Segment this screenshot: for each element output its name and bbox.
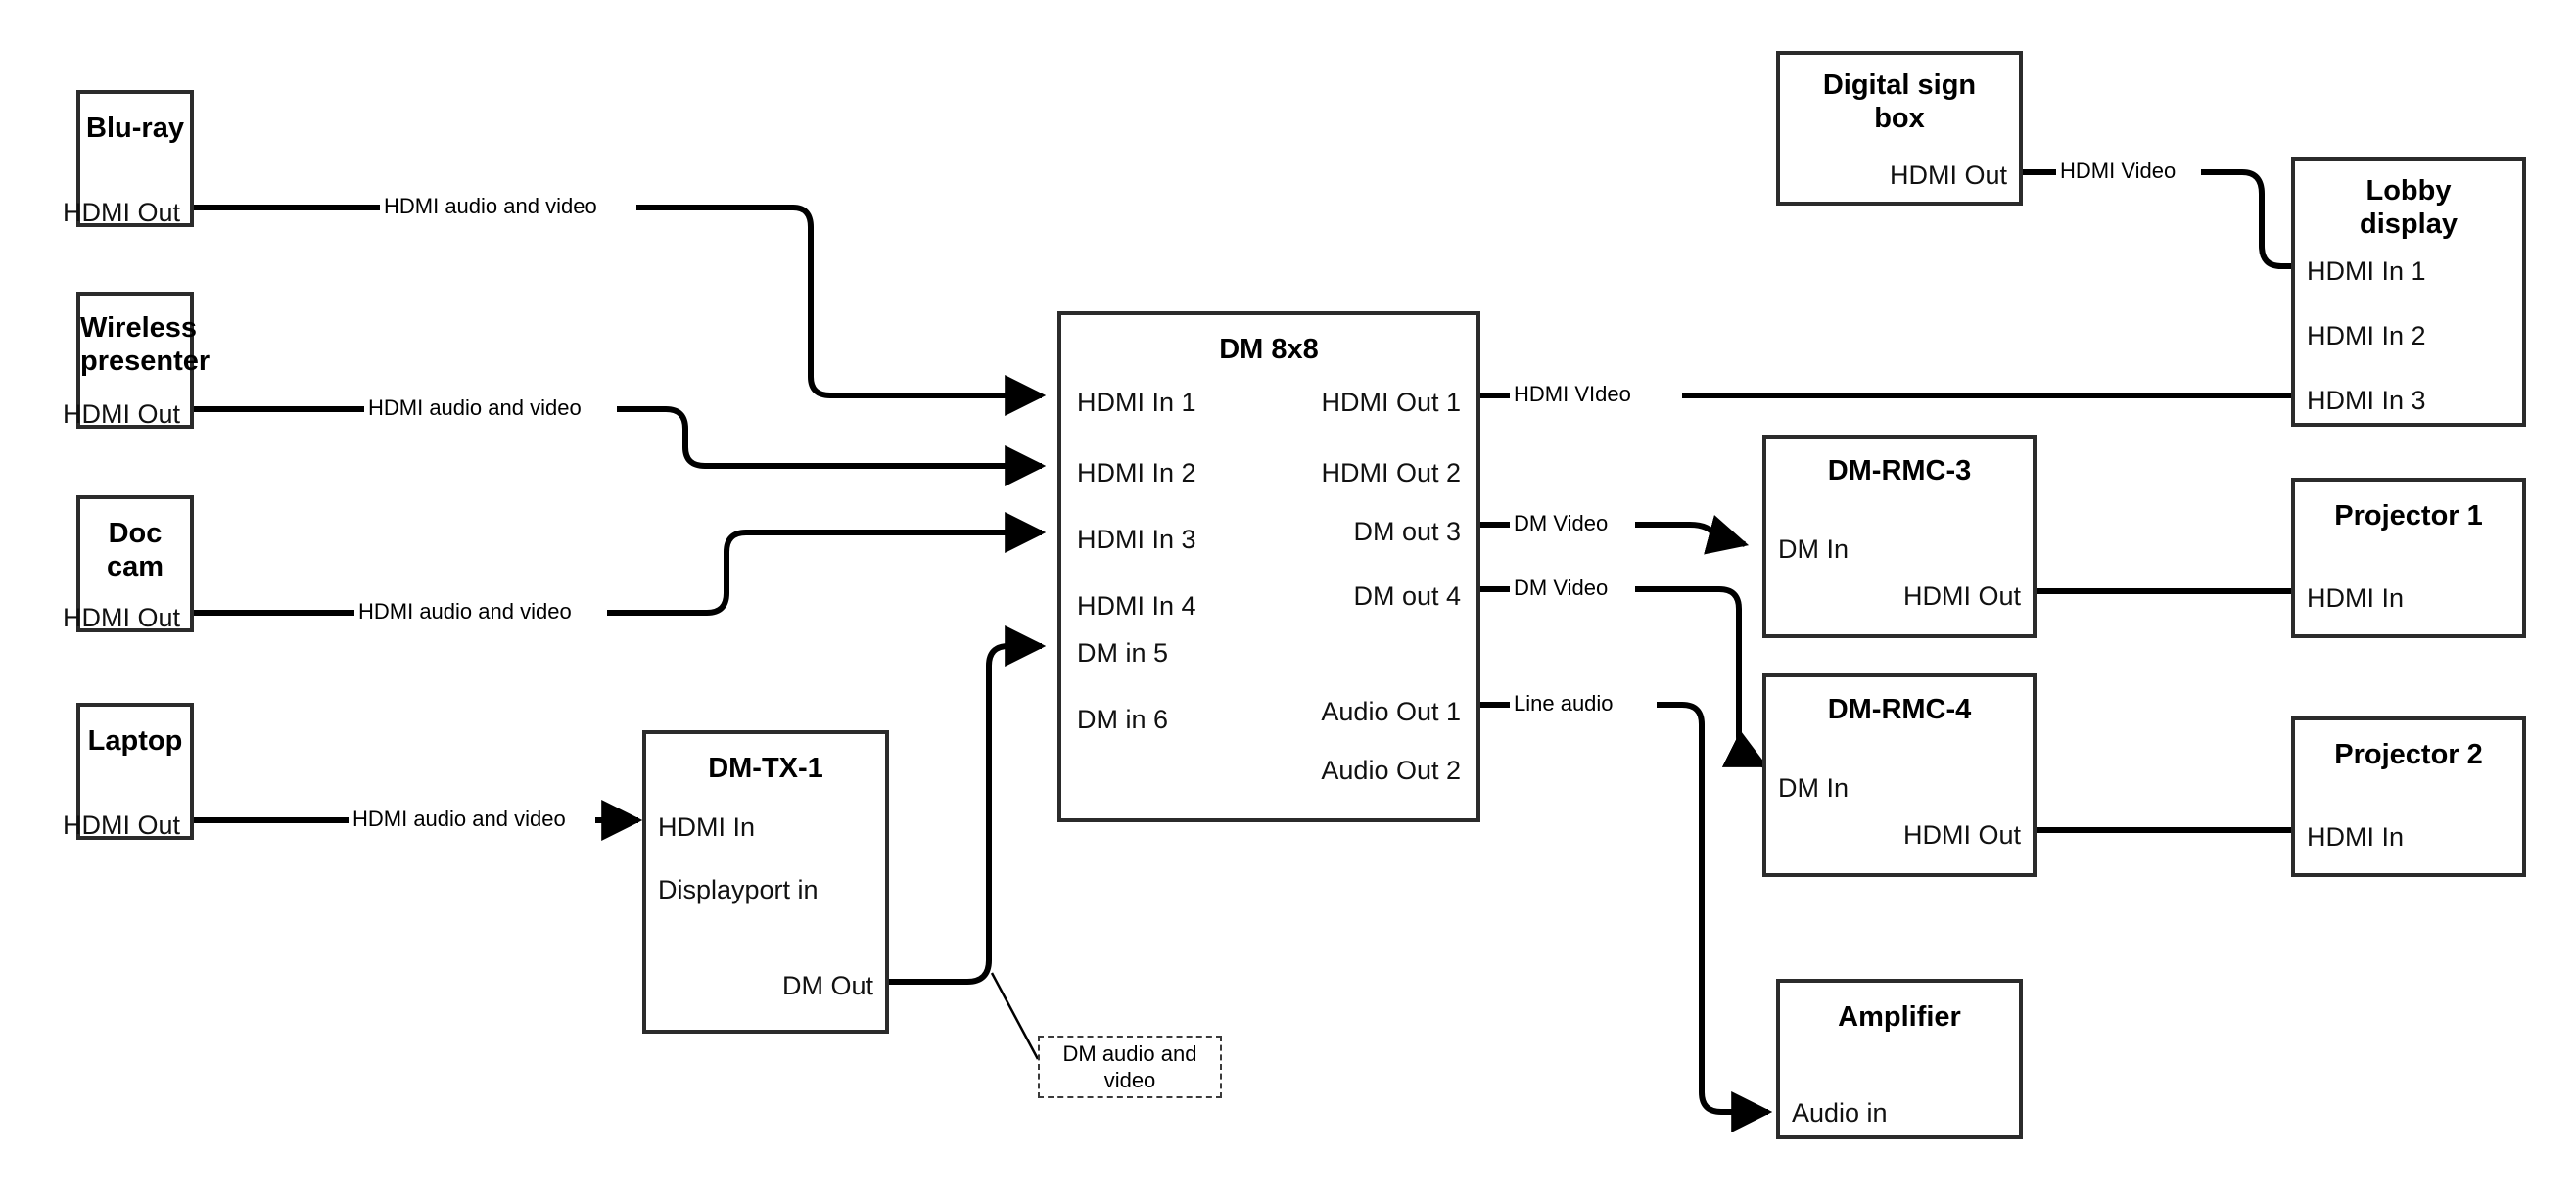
- port-hdmi-out: HDMI Out: [62, 810, 180, 840]
- wire-label-dmout4-to-rmc4: DM Video: [1510, 577, 1613, 599]
- node-doc-cam[interactable]: Doc cam HDMI Out: [63, 495, 194, 632]
- wire-label-wireless-to-dm-in2: HDMI audio and video: [364, 397, 585, 419]
- node-dm-rmc-4[interactable]: DM-RMC-4 DM In HDMI Out: [1762, 673, 2037, 877]
- node-title: Blu-ray: [86, 113, 184, 144]
- port-dm-in-5: DM in 5: [1077, 638, 1169, 668]
- node-projector-1[interactable]: Projector 1 HDMI In: [2291, 478, 2526, 638]
- port-hdmi-out-2: HDMI Out 2: [1321, 458, 1461, 487]
- node-dm-rmc-3[interactable]: DM-RMC-3 DM In HDMI Out: [1762, 435, 2037, 638]
- wire-label-doccam-to-dm-in3: HDMI audio and video: [354, 601, 576, 623]
- wire-label-dmout3-to-rmc3: DM Video: [1510, 513, 1613, 534]
- port-hdmi-in: HDMI In: [2307, 822, 2405, 852]
- node-wireless-presenter[interactable]: Wireless presenter HDMI Out: [63, 292, 211, 429]
- node-title: DM-TX-1: [708, 753, 823, 784]
- port-dm-in-6: DM in 6: [1077, 705, 1169, 734]
- port-hdmi-in-1: HDMI In 1: [1077, 388, 1196, 417]
- wire-callout-leader: [990, 972, 1040, 1060]
- port-hdmi-in-3: HDMI In 3: [1077, 525, 1196, 554]
- wire-audioout1-to-amplifier: [1480, 702, 1768, 1112]
- port-hdmi-in-3: HDMI In 3: [2307, 386, 2426, 415]
- port-dm-in: DM In: [1778, 773, 1850, 803]
- port-hdmi-out: HDMI Out: [62, 198, 180, 227]
- node-title: Laptop: [87, 725, 183, 757]
- port-dm-out-3: DM out 3: [1353, 517, 1461, 546]
- node-dm-8x8[interactable]: DM 8x8 HDMI In 1 HDMI In 2 HDMI In 3 HDM…: [1057, 311, 1480, 822]
- port-hdmi-out: HDMI Out: [1902, 581, 2021, 611]
- node-amplifier[interactable]: Amplifier Audio in: [1776, 979, 2023, 1139]
- port-dm-out: DM Out: [781, 971, 873, 1000]
- node-title: Digital sign box: [1822, 69, 1977, 135]
- wire-dmtx1-to-dm-in5: [889, 625, 1047, 985]
- wire-bluray-to-dm-in1: [192, 205, 1042, 395]
- port-audio-in: Audio in: [1792, 1098, 1888, 1128]
- wire-label-sign-to-lobby: HDMI Video: [2056, 161, 2180, 182]
- node-title: Projector 2: [2334, 739, 2483, 770]
- port-dm-in: DM In: [1778, 534, 1850, 564]
- port-hdmi-in-4: HDMI In 4: [1077, 591, 1196, 621]
- node-title: Lobby display: [2360, 175, 2458, 241]
- port-hdmi-out: HDMI Out: [62, 399, 180, 429]
- port-hdmi-in-2: HDMI In 2: [2307, 321, 2426, 350]
- wire-label-laptop-to-dmtx1: HDMI audio and video: [349, 808, 570, 830]
- port-hdmi-in: HDMI In: [2307, 583, 2405, 613]
- node-title: Projector 1: [2334, 500, 2483, 531]
- wire-label-bluray-to-dm-in1: HDMI audio and video: [380, 196, 601, 217]
- wire-sign-to-lobby-in1: [2021, 169, 2336, 266]
- port-hdmi-out: HDMI Out: [1902, 820, 2021, 850]
- node-title: Doc cam: [106, 518, 164, 583]
- port-displayport-in: Displayport in: [658, 875, 819, 904]
- port-hdmi-in-2: HDMI In 2: [1077, 458, 1196, 487]
- node-title: Wireless presenter: [80, 312, 211, 378]
- node-dm-tx-1[interactable]: DM-TX-1 HDMI In Displayport in DM Out: [642, 730, 889, 1034]
- node-title: DM-RMC-4: [1827, 694, 1972, 725]
- callout-dm-audio-and-video: DM audio and video: [1038, 1036, 1222, 1098]
- port-dm-out-4: DM out 4: [1353, 581, 1461, 611]
- port-hdmi-out: HDMI Out: [1889, 161, 2007, 190]
- port-hdmi-in-1: HDMI In 1: [2307, 256, 2426, 286]
- node-title: DM 8x8: [1219, 334, 1319, 365]
- node-title: Amplifier: [1838, 1001, 1961, 1033]
- node-lobby-display[interactable]: Lobby display HDMI In 1 HDMI In 2 HDMI I…: [2291, 157, 2526, 427]
- wire-label-audioout1-to-amplifier: Line audio: [1510, 693, 1617, 715]
- node-blu-ray[interactable]: Blu-ray HDMI Out: [63, 90, 194, 227]
- port-audio-out-2: Audio Out 2: [1321, 756, 1461, 785]
- port-audio-out-1: Audio Out 1: [1321, 697, 1461, 726]
- node-laptop[interactable]: Laptop HDMI Out: [63, 703, 194, 840]
- wire-doccam-to-dm-in3: [192, 532, 1042, 616]
- node-projector-2[interactable]: Projector 2 HDMI In: [2291, 716, 2526, 877]
- wire-label-hdmiout1-to-lobby: HDMI VIdeo: [1510, 384, 1635, 405]
- wire-dm-out4-to-rmc4: [1480, 586, 1764, 765]
- port-hdmi-in: HDMI In: [658, 812, 756, 842]
- node-title: DM-RMC-3: [1827, 455, 1972, 486]
- port-hdmi-out: HDMI Out: [62, 603, 180, 632]
- node-digital-sign-box[interactable]: Digital sign box HDMI Out: [1776, 51, 2023, 206]
- wire-wireless-to-dm-in2: [192, 406, 1042, 466]
- port-hdmi-out-1: HDMI Out 1: [1321, 388, 1461, 417]
